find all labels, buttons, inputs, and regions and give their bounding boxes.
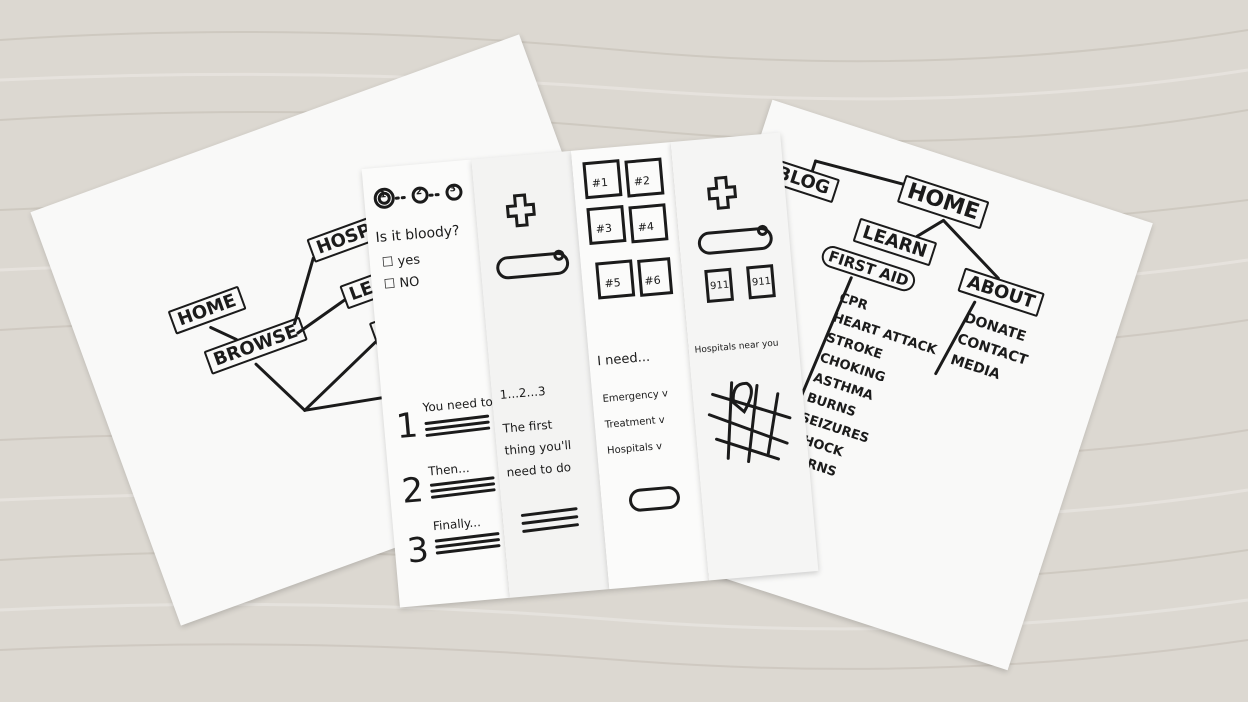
step-num: 2	[415, 186, 423, 198]
grid-boxes	[582, 157, 674, 300]
grid-label: #1	[591, 175, 609, 191]
step-count-label: 1...2...3	[499, 383, 547, 402]
hospitals-near-you-label: Hospitals near you	[694, 338, 779, 356]
menu-item: Hospitals v	[606, 441, 663, 457]
plus-icon	[505, 193, 536, 228]
search-bar-sketch	[496, 249, 570, 280]
foldout-panel-4: 911 911 Hospitals near you	[670, 132, 819, 581]
i-need-label: I need...	[596, 349, 651, 370]
foldout-wireframe: 1 2 3 Is it bloody? ☐ yes ☐ NO 1 You nee…	[361, 132, 819, 608]
button-sketch	[629, 486, 680, 512]
plus-icon	[707, 175, 738, 210]
text-lines	[424, 414, 501, 555]
text-lines	[520, 507, 579, 533]
menu-list: Emergency v Treatment v Hospitals v	[602, 381, 674, 464]
grid-label: #2	[633, 174, 651, 189]
foldout-panel-2: 1...2...3 The first thing you'll need to…	[471, 150, 610, 598]
map-sketch	[707, 381, 792, 464]
step-indicator	[373, 183, 463, 209]
step-num: 3	[449, 184, 457, 195]
grid-label: #3	[595, 221, 613, 236]
phone-button-sketch	[704, 264, 776, 304]
phone-911-label: 911	[709, 279, 730, 293]
phone-911-label: 911	[751, 275, 772, 289]
no-option-label: NO	[398, 274, 421, 292]
the-first-text: The first thing you'll need to do	[502, 412, 574, 484]
grid-label: #5	[603, 276, 622, 291]
the-first-line: need to do	[506, 460, 572, 480]
big-number-1: 1	[394, 405, 420, 448]
yes-option-label: yes	[396, 252, 421, 270]
yes-option: ☐ yes	[381, 252, 421, 271]
question-label: Is it bloody?	[374, 222, 461, 247]
big-number-3: 3	[405, 529, 431, 572]
no-option: ☐ NO	[383, 274, 421, 293]
grid-label: #6	[643, 273, 662, 288]
search-bar-sketch	[697, 224, 773, 255]
foldout-panel-1: 1 2 3 Is it bloody? ☐ yes ☐ NO 1 You nee…	[361, 159, 510, 608]
left-tree-lines	[209, 256, 412, 412]
foldout-panel-3: #1 #2 #3 #4 #5 #6 I need... Emergency v …	[570, 142, 709, 590]
grid-label: #4	[637, 219, 655, 235]
left-sketch-sheet: HOME BROWSE HOSPIT LEAR RE R	[30, 34, 670, 626]
big-number-2: 2	[400, 470, 426, 512]
step-num: 1	[379, 190, 387, 201]
